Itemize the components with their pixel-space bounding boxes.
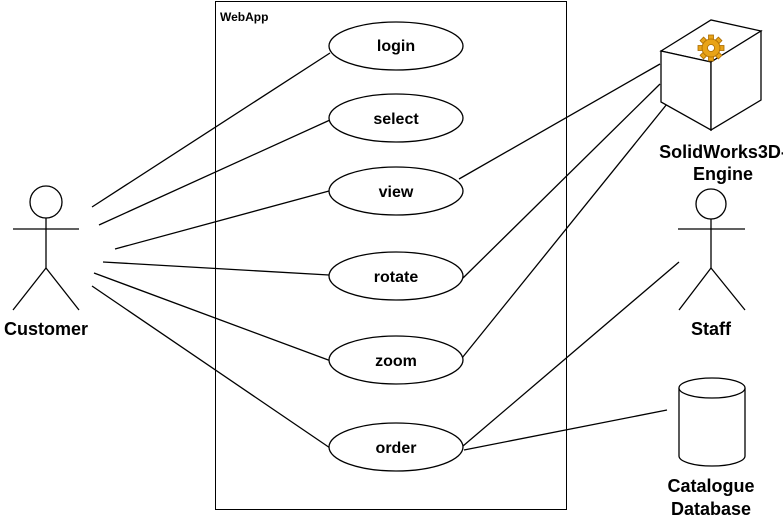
actor-label-engine-line1: SolidWorks3D- bbox=[659, 142, 783, 162]
use-case-select[interactable]: select bbox=[328, 93, 464, 143]
assoc-order-staff bbox=[462, 261, 680, 447]
actor-label-customer: Customer bbox=[4, 319, 88, 339]
use-case-label-zoom: zoom bbox=[375, 353, 417, 370]
assoc-customer-login bbox=[91, 52, 331, 208]
use-case-label-select: select bbox=[373, 111, 419, 128]
actor-label-staff: Staff bbox=[691, 319, 732, 339]
actor-label-database-line1: Catalogue bbox=[667, 476, 754, 496]
use-case-label-login: login bbox=[377, 38, 415, 55]
database-icon bbox=[678, 377, 746, 467]
use-case-label-view: view bbox=[379, 184, 414, 201]
assoc-customer-select bbox=[98, 119, 331, 226]
use-case-rotate[interactable]: rotate bbox=[328, 251, 464, 301]
assoc-customer-order bbox=[91, 285, 334, 451]
actor-label-engine-line2: Engine bbox=[693, 164, 753, 184]
system-title: WebApp bbox=[220, 10, 268, 24]
actor-customer[interactable]: Customer bbox=[4, 185, 88, 339]
actor-catalogue-database[interactable]: Catalogue Database bbox=[667, 377, 755, 519]
use-case-order[interactable]: order bbox=[328, 422, 464, 472]
use-case-login[interactable]: login bbox=[328, 21, 464, 71]
assoc-customer-view bbox=[114, 190, 330, 250]
use-case-label-order: order bbox=[376, 440, 417, 457]
assoc-order-database bbox=[463, 409, 668, 451]
assoc-rotate-engine bbox=[462, 83, 661, 279]
assoc-zoom-engine bbox=[461, 103, 668, 359]
assoc-customer-zoom bbox=[93, 272, 332, 362]
system-boundary: WebApp bbox=[215, 1, 567, 510]
use-case-label-rotate: rotate bbox=[374, 269, 419, 286]
association-lines bbox=[91, 52, 680, 451]
actor-solidworks-engine[interactable]: SolidWorks3D- Engine bbox=[659, 19, 783, 184]
actor-staff[interactable]: Staff bbox=[678, 188, 746, 339]
gear-icon bbox=[697, 34, 725, 62]
use-case-view[interactable]: view bbox=[328, 166, 464, 216]
assoc-view-engine bbox=[458, 63, 661, 180]
actor-label-database-line2: Database bbox=[671, 499, 751, 519]
use-case-zoom[interactable]: zoom bbox=[328, 335, 464, 385]
